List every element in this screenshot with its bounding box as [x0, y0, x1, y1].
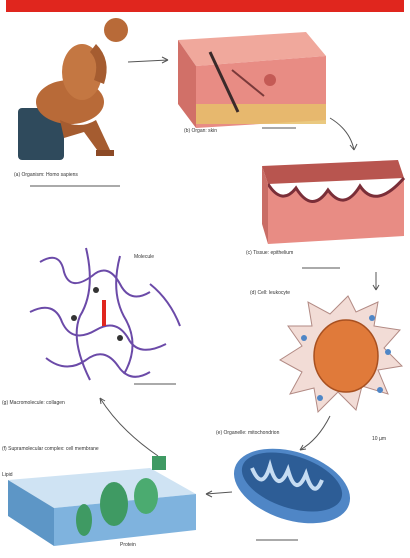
caption-organ: (b) Organ: skin	[184, 128, 217, 134]
caption-organelle: (e) Organelle: mitochondrion	[216, 430, 280, 436]
title-banner	[6, 0, 404, 12]
panel-organism: (a) Organism: Homo sapiens	[14, 18, 128, 186]
molecule-label: Molecule	[134, 254, 154, 260]
panel-supramolecular: (f) Supramolecular complex: cell membran…	[2, 446, 196, 548]
cell-size-label: 10 µm	[372, 436, 386, 442]
caption-cell: (d) Cell: leukocyte	[250, 290, 290, 296]
membrane-icon	[8, 456, 196, 546]
panel-cell: (d) Cell: leukocyte 10 µm	[250, 290, 402, 442]
mitochondrion-icon	[224, 435, 359, 537]
protein-label: Protein	[120, 542, 136, 548]
caption-organism: (a) Organism: Homo sapiens	[14, 172, 78, 178]
skin-block-icon	[178, 32, 326, 128]
tissue-layer-icon	[262, 160, 404, 244]
caption-supramolecular: (f) Supramolecular complex: cell membran…	[2, 446, 99, 452]
panel-organelle: (e) Organelle: mitochondrion	[216, 430, 360, 540]
panel-organ: (b) Organ: skin	[178, 32, 326, 134]
panel-tissue: (c) Tissue: epithelium	[246, 160, 404, 268]
lipid-label: Lipid	[2, 472, 13, 478]
caption-tissue: (c) Tissue: epithelium	[246, 250, 293, 256]
cell-icon	[280, 296, 402, 412]
human-figure-icon	[18, 18, 128, 160]
caption-macromolecule: (g) Macromolecule: collagen	[2, 400, 65, 406]
panel-macromolecule: Molecule (g) Macromolecule: collagen	[2, 248, 180, 406]
